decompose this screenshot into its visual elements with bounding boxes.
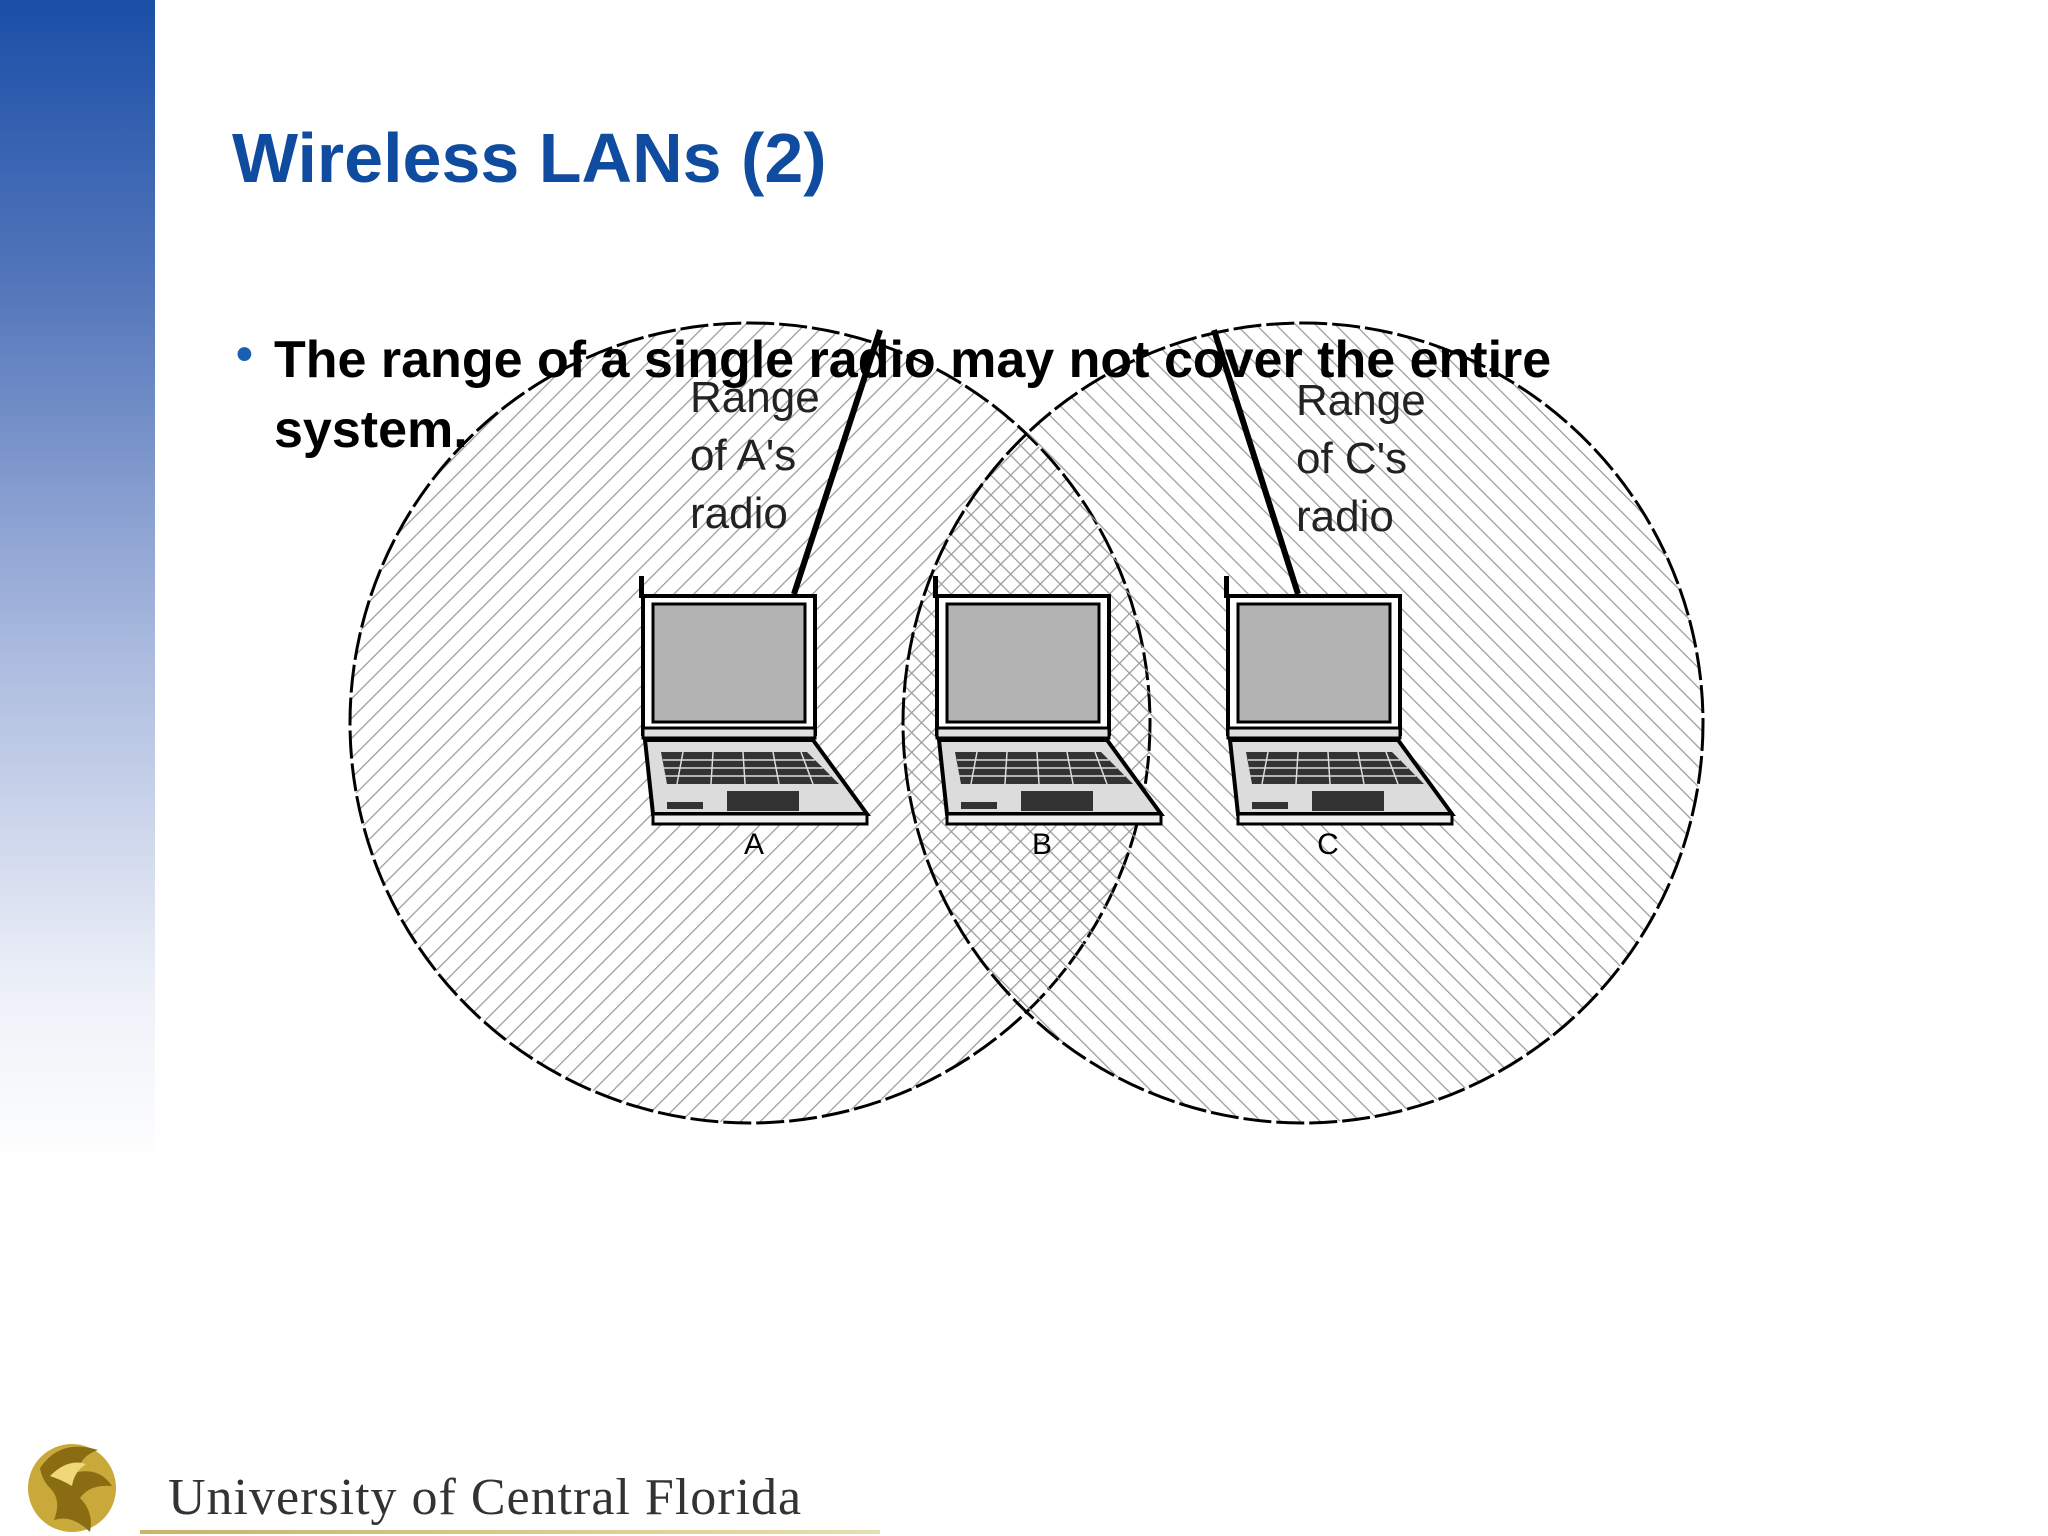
laptop-b-label: B (1032, 828, 1052, 861)
footer-underline (140, 1530, 880, 1534)
range-a-label-line3: radio (690, 489, 788, 538)
sidebar-gradient (0, 0, 155, 1170)
range-a-label-line1: Range (690, 373, 820, 422)
range-c-label-line1: Range (1296, 376, 1426, 425)
footer-institution-name: University of Central Florida (168, 1469, 803, 1526)
range-a-pointer (791, 329, 883, 595)
range-c-pointer (1211, 329, 1301, 595)
laptop-a-label: A (744, 828, 764, 861)
range-a-label-line2: of A's (690, 431, 796, 480)
ucf-pegasus-logo (28, 1444, 116, 1532)
slide-title: Wireless LANs (2) (232, 119, 827, 197)
range-c-label-line3: radio (1296, 492, 1394, 541)
laptop-c-label: C (1317, 828, 1339, 861)
bullet-marker: • (236, 328, 253, 381)
range-c-label-line2: of C's (1296, 434, 1407, 483)
bullet-text: The range of a single radio may not cove… (274, 331, 1552, 459)
